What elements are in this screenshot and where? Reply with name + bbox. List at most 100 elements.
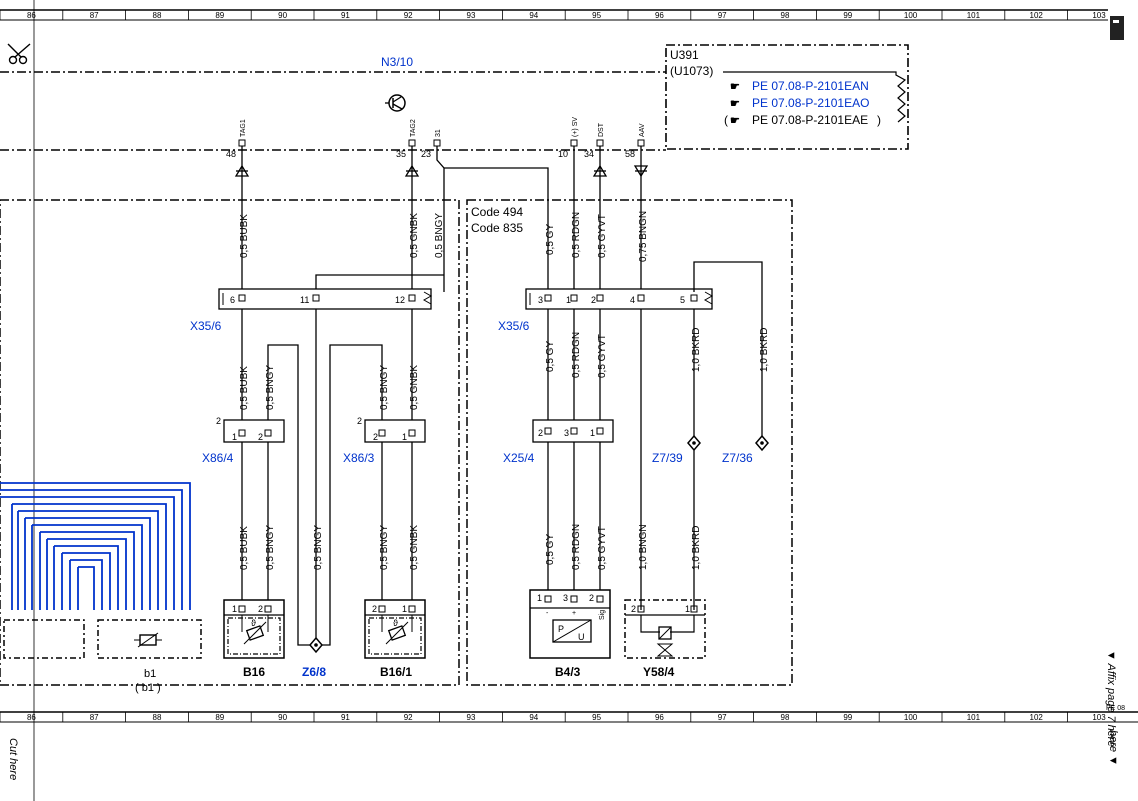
svg-text:2: 2 bbox=[357, 416, 362, 426]
svg-text:0,5 RDGN: 0,5 RDGN bbox=[571, 212, 582, 258]
svg-text:0,5 BNGY: 0,5 BNGY bbox=[379, 365, 390, 410]
ruler-number: 94 bbox=[529, 713, 538, 722]
svg-text:0,5 BNGY: 0,5 BNGY bbox=[434, 213, 445, 258]
control-unit-n3-10: N3/10 bbox=[0, 55, 666, 151]
svg-text:B16: B16 bbox=[243, 665, 265, 679]
ruler-number: 89 bbox=[215, 713, 224, 722]
here-right-text: here ▼ bbox=[1107, 730, 1119, 766]
svg-text:2: 2 bbox=[591, 295, 596, 305]
ecu-pin-number: 35 bbox=[396, 149, 406, 159]
svg-text:( b1 ): ( b1 ) bbox=[135, 682, 161, 694]
ruler-number: 97 bbox=[718, 11, 727, 20]
svg-text:0,5 BNGY: 0,5 BNGY bbox=[265, 525, 276, 570]
svg-text:-: - bbox=[546, 610, 549, 617]
svg-text:): ) bbox=[877, 113, 881, 127]
svg-text:0,5 GNBK: 0,5 GNBK bbox=[409, 213, 420, 258]
svg-text:0,5 GYVT: 0,5 GYVT bbox=[597, 526, 608, 570]
ecu-pin-number: 58 bbox=[625, 149, 635, 159]
svg-text:2: 2 bbox=[216, 416, 221, 426]
ruler-number: 91 bbox=[341, 713, 350, 722]
ruler-number: 103 bbox=[1092, 11, 1106, 20]
svg-text:11: 11 bbox=[300, 295, 309, 305]
svg-text:2: 2 bbox=[631, 604, 636, 614]
top-wire-labels: 0,5 BUBK 0,5 GNBK 0,5 BNGY 0,5 GY 0,5 RD… bbox=[239, 211, 649, 262]
ref-link-1[interactable]: ☛ PE 07.08-P-2101EAN bbox=[730, 79, 869, 93]
transistor-icon bbox=[385, 94, 406, 112]
svg-text:0,5 BNGY: 0,5 BNGY bbox=[265, 365, 276, 410]
blue-harness bbox=[0, 482, 191, 610]
middle-wires bbox=[241, 309, 695, 646]
ruler-number: 95 bbox=[592, 11, 601, 20]
cut-here-text: Cut here bbox=[7, 738, 19, 780]
x25-4-label: X25/4 bbox=[503, 451, 535, 465]
svg-text:0,5 RDGN: 0,5 RDGN bbox=[571, 332, 582, 378]
svg-text:2: 2 bbox=[258, 432, 263, 442]
temp-sensor-icon: ϑ bbox=[381, 615, 413, 645]
control-unit-label: N3/10 bbox=[381, 55, 413, 69]
ruler-number: 93 bbox=[467, 713, 476, 722]
svg-text:Y58/4: Y58/4 bbox=[643, 665, 675, 679]
splice-z7-39: Z7/39 bbox=[652, 434, 701, 465]
svg-text:12: 12 bbox=[395, 295, 405, 305]
ruler-number: 98 bbox=[781, 11, 790, 20]
ruler-number: 100 bbox=[904, 713, 918, 722]
ruler-number: 95 bbox=[592, 713, 601, 722]
svg-text:4: 4 bbox=[630, 295, 635, 305]
scissors-icon[interactable] bbox=[7, 43, 31, 65]
ruler-number: 93 bbox=[467, 11, 476, 20]
ecu-pin-name: (+) SV bbox=[572, 117, 579, 137]
ref-box-subtitle: (U1073) bbox=[670, 64, 713, 78]
code-494: Code 494 bbox=[471, 205, 523, 219]
pointer-hand-icon: ☛ bbox=[730, 98, 740, 110]
x35-6-right-label: X35/6 bbox=[498, 319, 530, 333]
svg-text:1: 1 bbox=[590, 428, 595, 438]
ruler-number: 102 bbox=[1030, 11, 1044, 20]
pointer-hand-icon: ☛ bbox=[730, 115, 740, 127]
ruler-number: 99 bbox=[843, 11, 852, 20]
svg-text:(: ( bbox=[724, 113, 728, 127]
svg-text:0,5 BUBK: 0,5 BUBK bbox=[239, 366, 250, 410]
ruler-number: 101 bbox=[967, 713, 981, 722]
ref-link-3[interactable]: ( ☛ PE 07.08-P-2101EAE ) bbox=[724, 113, 881, 127]
svg-text:0,5 GYVT: 0,5 GYVT bbox=[597, 334, 608, 378]
ecu-pin-name: AAV bbox=[639, 123, 646, 137]
left-section-box bbox=[0, 199, 460, 686]
svg-text:P: P bbox=[558, 624, 564, 634]
reference-box-u391: U391 (U1073) ☛ PE 07.08-P-2101EAN ☛ PE 0… bbox=[665, 44, 909, 150]
svg-text:0,5 GY: 0,5 GY bbox=[545, 224, 556, 255]
top-wires bbox=[241, 150, 642, 292]
svg-text:1: 1 bbox=[685, 604, 690, 614]
svg-text:PE 07.08-P-2101EAN: PE 07.08-P-2101EAN bbox=[752, 79, 869, 93]
svg-text:6: 6 bbox=[230, 295, 235, 305]
svg-text:0,5 GNBK: 0,5 GNBK bbox=[409, 525, 420, 570]
ref-link-2[interactable]: ☛ PE 07.08-P-2101EAO bbox=[730, 96, 869, 110]
connector-x35-6-left: 6 11 12 X35/6 bbox=[190, 288, 433, 333]
ruler-number: 89 bbox=[215, 11, 224, 20]
svg-text:0,5 GNBK: 0,5 GNBK bbox=[409, 365, 420, 410]
svg-text:1,0 BKRD: 1,0 BKRD bbox=[759, 328, 770, 372]
connector-x35-6-right: 3 1 2 4 5 X35/6 bbox=[498, 288, 714, 333]
svg-text:0,5 GY: 0,5 GY bbox=[545, 341, 556, 372]
svg-text:0,5 BUBK: 0,5 BUBK bbox=[239, 526, 250, 570]
x35-6-left-label: X35/6 bbox=[190, 319, 222, 333]
svg-text:1,0 BNGN: 1,0 BNGN bbox=[638, 524, 649, 570]
svg-text:B4/3: B4/3 bbox=[555, 665, 581, 679]
svg-text:1,0 BKRD: 1,0 BKRD bbox=[691, 526, 702, 570]
svg-text:U: U bbox=[578, 632, 585, 642]
ruler-number: 88 bbox=[153, 11, 162, 20]
component-b4-3: 1 3 2 - + Sig P U B4/3 bbox=[529, 589, 611, 679]
svg-text:1: 1 bbox=[402, 604, 407, 614]
svg-text:B16/1: B16/1 bbox=[380, 665, 412, 679]
ruler-number: 96 bbox=[655, 713, 664, 722]
solenoid-valve-icon bbox=[640, 615, 695, 657]
ecu-pin-number: 10 bbox=[558, 149, 568, 159]
corner-marker-icon bbox=[1110, 16, 1124, 40]
component-y58-4: 2 1 Y58/4 bbox=[624, 599, 706, 679]
svg-text:+: + bbox=[572, 610, 576, 617]
ecu-pin-name: TAG1 bbox=[240, 119, 247, 137]
lower-wires bbox=[241, 442, 695, 610]
